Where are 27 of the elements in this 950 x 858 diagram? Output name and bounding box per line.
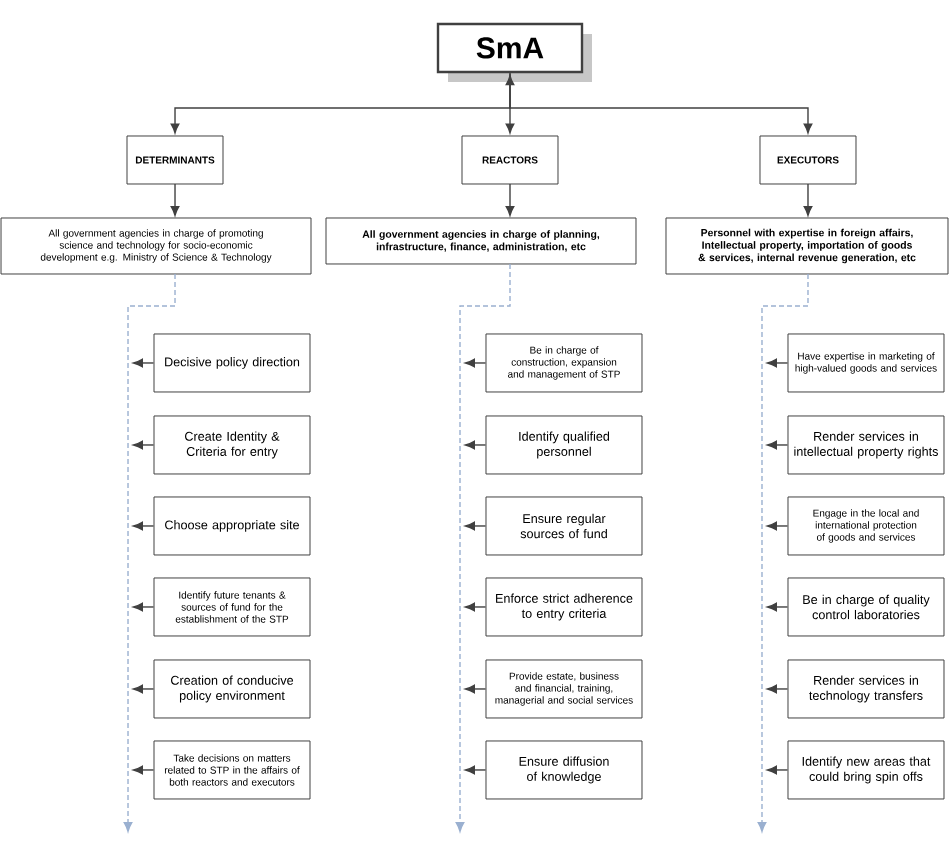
arrow xyxy=(464,521,487,531)
arrow xyxy=(132,765,155,775)
arrow xyxy=(464,602,487,612)
arrow xyxy=(170,183,180,217)
arrow xyxy=(123,273,176,833)
arrow xyxy=(464,765,487,775)
arrow xyxy=(464,358,487,368)
arrow xyxy=(766,765,789,775)
arrow xyxy=(766,440,789,450)
arrow xyxy=(455,263,511,833)
arrow xyxy=(132,521,155,531)
arrow xyxy=(766,602,789,612)
arrow xyxy=(505,75,515,134)
arrow xyxy=(803,183,813,217)
arrow xyxy=(464,684,487,694)
arrow xyxy=(132,684,155,694)
title-box: SmA xyxy=(436,22,584,74)
arrow xyxy=(132,602,155,612)
arrow xyxy=(766,358,789,368)
arrow xyxy=(757,273,809,833)
arrow xyxy=(766,521,789,531)
arrow xyxy=(766,684,789,694)
arrow xyxy=(132,358,155,368)
arrow xyxy=(464,440,487,450)
arrow xyxy=(132,440,155,450)
arrow xyxy=(505,183,515,217)
arrow xyxy=(509,72,813,134)
